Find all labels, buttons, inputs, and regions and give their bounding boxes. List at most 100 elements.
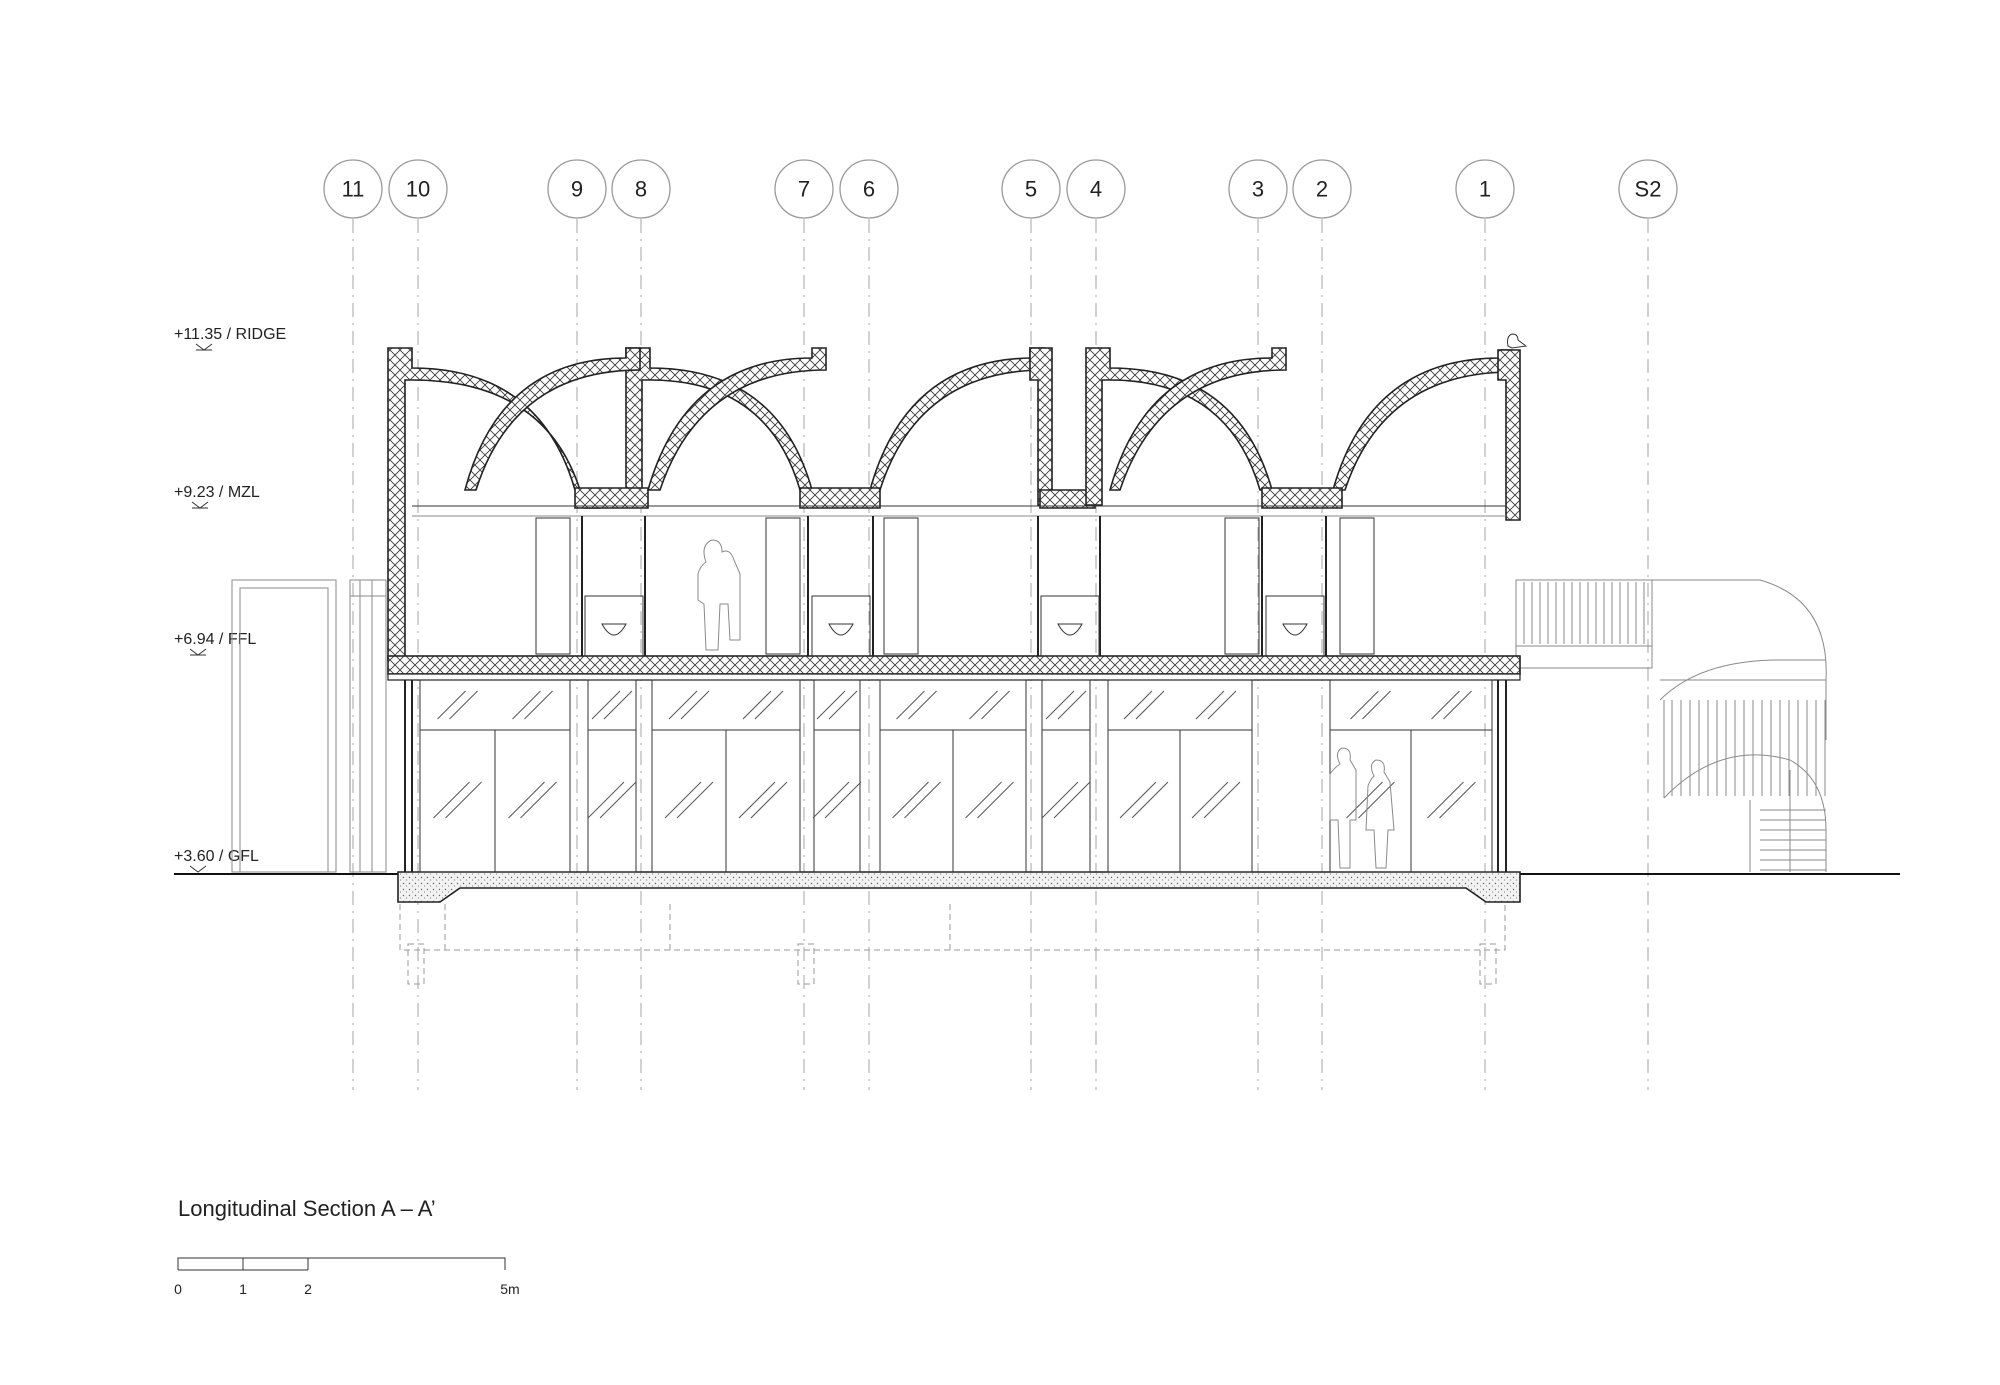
grid-markers: 11 10 9 8 7 6 5 4 3 2 1 S2 xyxy=(323,159,1678,219)
grid-marker-1: 1 xyxy=(1455,159,1515,219)
washbasins xyxy=(584,595,1325,657)
people-figures-ground xyxy=(1329,747,1395,869)
glass-reflection-mark xyxy=(750,781,788,819)
glass-reflection-mark xyxy=(449,690,478,720)
glass-reflection-mark xyxy=(680,690,710,720)
glass-reflection-mark xyxy=(512,690,541,720)
scale-label-5m: 5m xyxy=(500,1281,519,1297)
level-ffl-label: +6.94 / FFL xyxy=(174,631,256,648)
first-floor-slab xyxy=(387,655,1521,681)
glass-reflection-mark xyxy=(1431,690,1460,720)
glass-reflection-mark xyxy=(676,781,714,819)
glass-reflection-mark xyxy=(603,690,633,720)
glass-reflection-mark xyxy=(981,690,1010,720)
glass-reflection-mark xyxy=(1123,690,1153,720)
glass-reflection-mark xyxy=(896,690,925,720)
glass-reflection-mark xyxy=(1057,690,1087,720)
glass-reflection-mark xyxy=(437,690,466,720)
glass-reflection-mark xyxy=(1135,690,1165,720)
level-gfl: +3.60 / GFL xyxy=(174,848,259,873)
glass-reflection-mark xyxy=(524,690,553,720)
grid-marker-circle xyxy=(1228,159,1288,219)
grid-label: 3 xyxy=(1252,177,1264,202)
glass-reflection-mark xyxy=(1203,781,1241,819)
glass-reflection-mark xyxy=(969,690,998,720)
grid-marker-2: 2 xyxy=(1292,159,1352,219)
roof-vaults xyxy=(387,347,1521,661)
grid-marker-circle xyxy=(1455,159,1515,219)
glass-reflection-mark xyxy=(1191,781,1229,819)
grid-label: 7 xyxy=(798,177,810,202)
glass-reflection-mark xyxy=(965,781,1002,819)
glass-reflection-mark xyxy=(668,690,698,720)
grid-marker-4: 4 xyxy=(1066,159,1126,219)
level-gfl-label: +3.60 / GFL xyxy=(174,848,259,865)
glass-reflection-mark xyxy=(1119,781,1157,819)
level-markers: +11.35 / RIDGE +9.23 / MZL +6.94 / FFL +… xyxy=(174,326,286,873)
grid-marker-circle xyxy=(1618,159,1678,219)
grid-marker-circle xyxy=(839,159,899,219)
grid-label: 4 xyxy=(1090,177,1102,202)
upper-floor-interior xyxy=(535,516,1375,657)
glazing-bay xyxy=(587,679,637,873)
grid-label: 9 xyxy=(571,177,583,202)
ground-floor-columns xyxy=(404,680,1507,872)
glass-reflection-mark xyxy=(742,690,772,720)
glass-reflection-mark xyxy=(1350,690,1379,720)
grid-marker-10: 10 xyxy=(388,159,448,219)
person-figure-upper xyxy=(697,539,741,651)
grid-label: 5 xyxy=(1025,177,1037,202)
grid-marker-6: 6 xyxy=(839,159,899,219)
glass-reflection-mark xyxy=(977,781,1014,819)
level-mzl: +9.23 / MZL xyxy=(174,484,260,509)
glass-reflection-mark xyxy=(816,690,846,720)
grid-marker-circle xyxy=(388,159,448,219)
grid-marker-s2: S2 xyxy=(1618,159,1678,219)
level-ridge: +11.35 / RIDGE xyxy=(174,326,286,351)
grid-marker-circle xyxy=(1001,159,1061,219)
grid-marker-circle xyxy=(611,159,671,219)
grid-marker-circle xyxy=(1066,159,1126,219)
glass-reflection-mark xyxy=(508,781,545,819)
grid-label: 8 xyxy=(635,177,647,202)
grid-label: 2 xyxy=(1316,177,1328,202)
glazing-bay xyxy=(1041,679,1091,873)
grid-marker-circle xyxy=(1292,159,1352,219)
left-annex xyxy=(231,579,387,873)
glass-reflection-mark xyxy=(824,781,862,819)
grid-marker-3: 3 xyxy=(1228,159,1288,219)
grid-label: 6 xyxy=(863,177,875,202)
glass-reflection-mark xyxy=(1131,781,1169,819)
grid-label: 1 xyxy=(1479,177,1491,202)
grid-marker-8: 8 xyxy=(611,159,671,219)
glass-reflection-mark xyxy=(1358,781,1395,819)
level-mzl-label: +9.23 / MZL xyxy=(174,484,260,501)
grid-label: 10 xyxy=(406,177,430,202)
mezzanine xyxy=(412,505,1506,517)
grid-marker-circle xyxy=(547,159,607,219)
grid-marker-circle xyxy=(323,159,383,219)
glass-reflection-mark xyxy=(599,781,637,819)
glass-reflection-mark xyxy=(738,781,776,819)
glass-reflection-mark xyxy=(445,781,482,819)
grid-label: 11 xyxy=(342,177,365,202)
grid-marker-7: 7 xyxy=(774,159,834,219)
grid-marker-9: 9 xyxy=(547,159,607,219)
scale-label-0: 0 xyxy=(174,1281,182,1297)
scale-label-2: 2 xyxy=(304,1281,312,1297)
glass-reflection-mark xyxy=(1439,781,1476,819)
glass-reflection-mark xyxy=(664,781,702,819)
grid-marker-circle xyxy=(774,159,834,219)
foundation-slab xyxy=(397,871,1521,985)
glass-reflection-mark xyxy=(1207,690,1237,720)
scale-bar: 0 1 2 5m xyxy=(174,1257,520,1297)
glass-reflection-mark xyxy=(904,781,941,819)
level-ffl: +6.94 / FFL xyxy=(174,631,256,656)
glass-reflection-mark xyxy=(1362,690,1391,720)
grid-label: S2 xyxy=(1635,177,1662,202)
glass-reflection-mark xyxy=(754,690,784,720)
bird-figure xyxy=(1507,333,1528,349)
glass-reflection-mark xyxy=(1443,690,1472,720)
glass-reflection-mark xyxy=(1427,781,1464,819)
